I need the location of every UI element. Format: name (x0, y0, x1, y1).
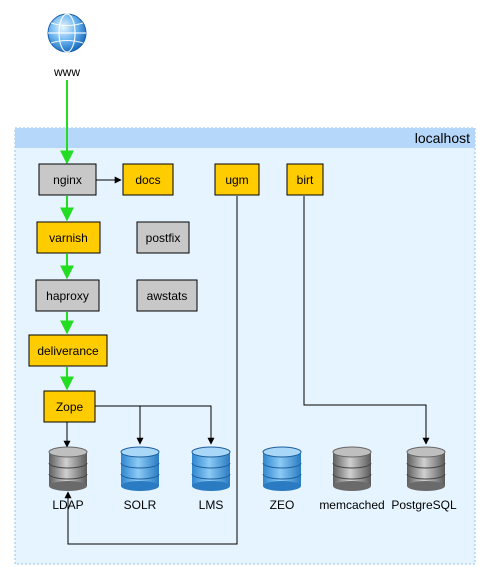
node-postfix-label: postfix (146, 231, 181, 245)
node-nginx-label: nginx (53, 173, 82, 187)
edge-ugm-ldap (64, 196, 238, 545)
node-deliverance: deliverance (28, 334, 108, 367)
edge-zope-lms (140, 405, 215, 445)
node-docs: docs (122, 163, 174, 196)
node-docs-label: docs (135, 173, 160, 187)
db-postgresql-icon (406, 446, 446, 491)
db-postgresql-label: PostgreSQL (391, 498, 457, 512)
db-memcached-icon (332, 446, 372, 491)
node-varnish: varnish (36, 221, 101, 254)
node-birt-label: birt (297, 173, 314, 187)
node-zope-label: Zope (56, 400, 84, 414)
node-haproxy: haproxy (35, 279, 100, 312)
node-awstats: awstats (136, 279, 198, 312)
node-varnish-label: varnish (49, 231, 88, 245)
node-birt: birt (286, 163, 324, 196)
node-postfix: postfix (136, 221, 190, 254)
db-lms-label: LMS (199, 498, 224, 512)
globe-label: www (53, 65, 80, 79)
node-awstats-label: awstats (147, 289, 188, 303)
container-title: localhost (415, 130, 470, 146)
node-deliverance-label: deliverance (37, 344, 99, 358)
db-solr-label: SOLR (124, 498, 157, 512)
node-nginx: nginx (38, 163, 97, 196)
edge-birt-postgresql (303, 196, 430, 445)
db-memcached-label: memcached (319, 498, 384, 512)
db-ldap-icon (48, 446, 88, 491)
db-zeo-icon (262, 446, 302, 491)
db-zeo-label: ZEO (270, 498, 295, 512)
edges (60, 80, 430, 545)
globe-icon (47, 13, 87, 53)
db-lms-icon (191, 446, 231, 491)
node-ugm: ugm (214, 163, 260, 196)
db-ldap-label: LDAP (52, 498, 83, 512)
node-zope: Zope (43, 390, 96, 423)
node-haproxy-label: haproxy (46, 289, 89, 303)
db-solr-icon (120, 446, 160, 491)
node-ugm-label: ugm (225, 173, 248, 187)
